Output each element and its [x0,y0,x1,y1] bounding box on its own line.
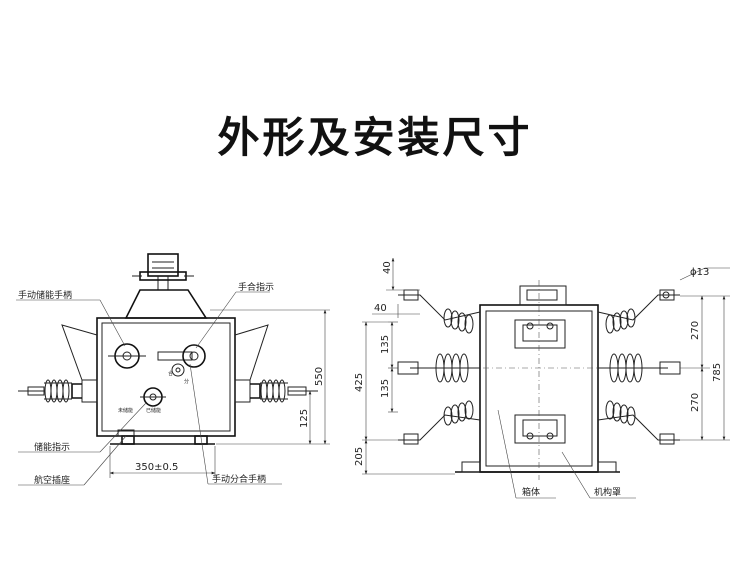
energy-indicator-label: 储能指示 [34,441,70,453]
dim-205: 205 [354,447,365,466]
right-bushing [234,379,318,403]
top-terminals [132,253,194,290]
dim-425: 425 [354,373,365,392]
dim-side-offset: 40 [374,303,387,314]
not-stored-label: 未储能 [118,407,133,414]
dim-bottom: 125 [299,409,310,428]
front-cabinet [96,317,236,437]
dim-top-offset: 40 [382,261,393,274]
dial-close-label: 合 [168,370,173,377]
energy-indicator-dial: 未储能 已储能 [118,387,166,414]
stored-label: 已储能 [146,407,161,414]
side-right-insulators [597,289,681,445]
dial-open-label: 分 [184,378,189,385]
mechanism-cover-label: 机构罩 [594,486,621,498]
dim-pitch-upper: 270 [690,321,701,340]
dim-lower-135: 135 [380,379,391,398]
dim-upper-135: 135 [380,335,391,354]
top-hood [124,289,208,319]
left-bushing [18,379,98,403]
side-left-insulators [397,289,481,445]
page-title: 外形及安装尺寸 [217,113,533,162]
front-view: 合 分 未储能 已储能 手动储能手柄 手合指示 储能指示 航空插座 手动分合手 [16,253,330,486]
dim-height: 550 [314,367,325,386]
dim-width: 350±0.5 [135,462,178,473]
manual-open-close-handle-label: 手动分合手柄 [212,473,266,485]
dim-hole: ϕ13 [690,267,709,278]
indicator-dial: 合 分 [168,363,189,385]
dim-pitch-lower: 270 [690,393,701,412]
energy-handle-dial [108,343,146,369]
side-view: 箱体 机构罩 40 40 135 135 425 205 ϕ13 [354,257,730,499]
manual-close-indicator-label: 手合指示 [238,281,274,293]
cabinet-label: 箱体 [522,486,540,498]
aviation-socket-label: 航空插座 [34,474,70,486]
dim-total: 785 [712,363,723,382]
operating-handle [157,344,206,368]
manual-energy-handle-label: 手动储能手柄 [18,289,72,301]
